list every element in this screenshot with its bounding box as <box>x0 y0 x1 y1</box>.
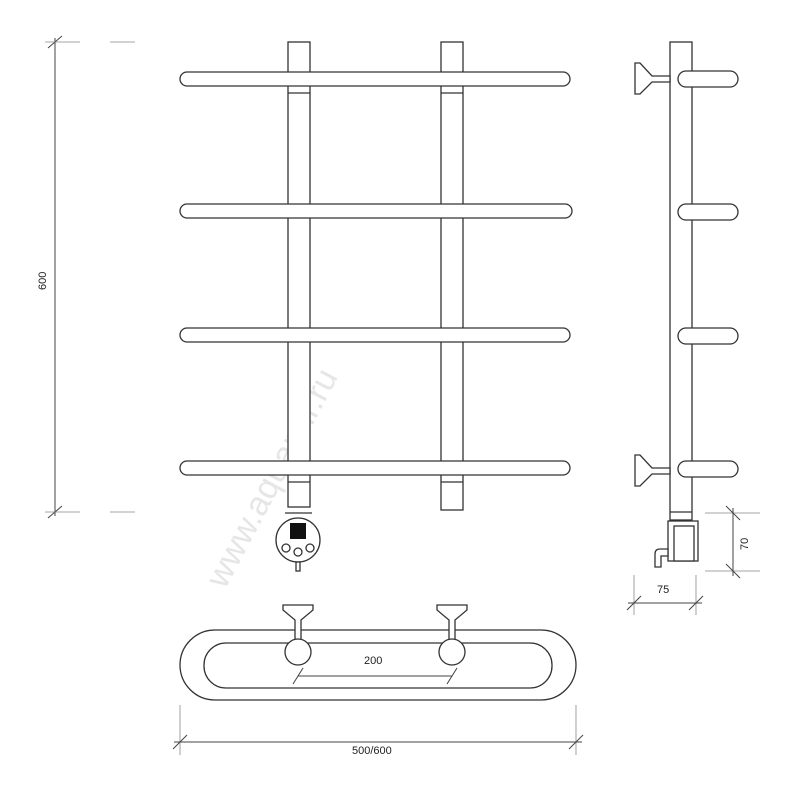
right-post <box>440 41 464 511</box>
bar-2 <box>179 203 573 219</box>
height-dimension: 600 <box>37 35 135 519</box>
box-height-label: 70 <box>739 538 751 550</box>
top-bracket-right <box>436 604 468 666</box>
wall-bracket-top <box>634 62 671 95</box>
bar-3 <box>179 327 571 343</box>
height-label: 600 <box>37 272 49 290</box>
top-bracket-left <box>282 604 314 666</box>
bar-1 <box>179 71 571 87</box>
watermark: www.aquamir.ru <box>198 362 346 594</box>
side-post <box>669 41 693 521</box>
thermostat <box>275 512 321 572</box>
display-square <box>290 523 306 539</box>
width-label: 500/600 <box>352 745 392 757</box>
side-view: 70 75 <box>626 41 760 615</box>
width-dimension: 500/600 <box>172 705 584 757</box>
top-view: 200 <box>179 604 577 701</box>
box-depth-label: 75 <box>657 584 669 596</box>
bar-4 <box>179 460 571 476</box>
wall-bracket-bottom <box>634 454 671 487</box>
post-spacing-label: 200 <box>364 655 382 667</box>
front-view <box>179 41 573 572</box>
left-post <box>287 41 311 508</box>
